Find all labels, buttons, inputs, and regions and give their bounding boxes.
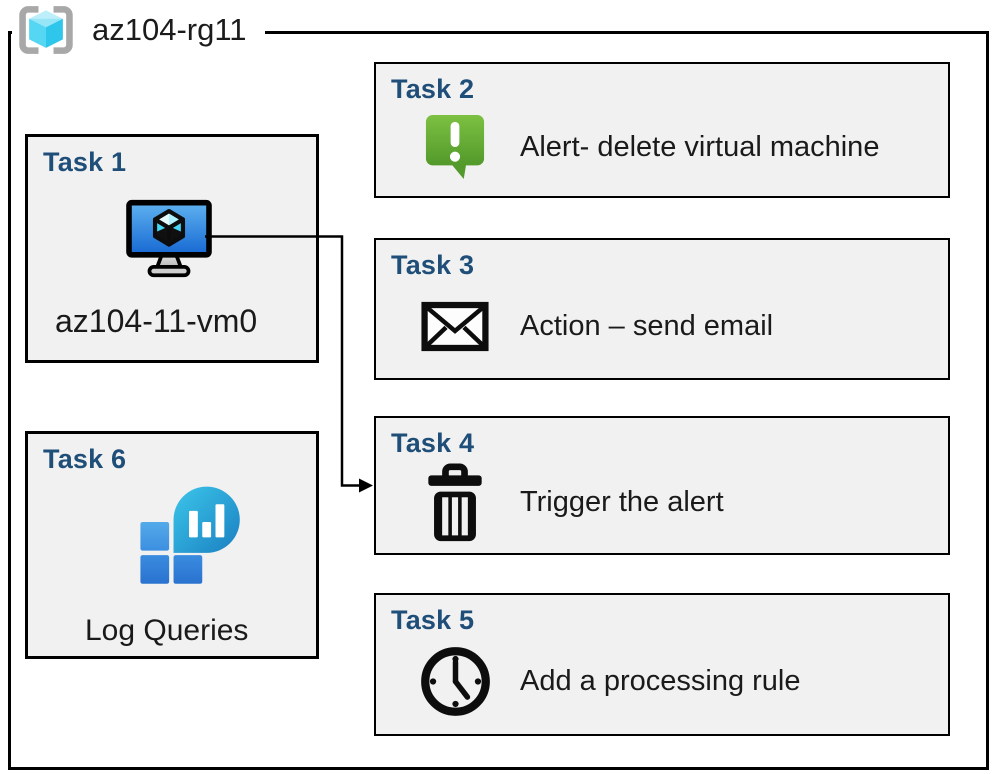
task-1-label: Task 1 (43, 147, 127, 177)
log-analytics-icon (140, 486, 240, 584)
task-3-box: Task 3 Action – send email (374, 238, 950, 380)
task-3-content: Action – send email (416, 278, 934, 374)
clock-icon-slot (416, 643, 494, 720)
resource-group-label: az104-rg11 (12, 3, 265, 57)
task-4-description: Trigger the alert (520, 486, 724, 518)
trash-icon (428, 462, 482, 541)
email-icon-slot (416, 300, 494, 353)
resource-group-name: az104-rg11 (92, 12, 247, 47)
task-6-label: Task 6 (43, 444, 127, 474)
task-3-label: Task 3 (391, 250, 475, 280)
email-icon (421, 301, 489, 351)
task-1-box: Task 1 az104-11-vm0 (25, 134, 319, 363)
resource-group-border (8, 31, 989, 770)
task-5-label: Task 5 (391, 605, 475, 635)
task-5-description: Add a processing rule (520, 665, 801, 697)
alert-icon (425, 115, 485, 179)
trash-icon-slot (416, 462, 494, 543)
task-2-description: Alert- delete virtual machine (520, 130, 880, 163)
task-6-box: Task 6 Log Queries (25, 431, 319, 659)
task-4-box: Task 4 Trigger the alert (374, 416, 950, 555)
task-5-box: Task 5 Add a processing rule (374, 593, 950, 736)
task-2-box: Task 2 Alert- delete virtual machine (374, 62, 950, 198)
clock-icon (420, 647, 490, 716)
task-2-label: Task 2 (391, 74, 475, 104)
task-2-content: Alert- delete virtual machine (416, 102, 934, 192)
task-5-content: Add a processing rule (416, 633, 934, 730)
virtual-machine-icon (126, 199, 212, 278)
task-1-caption: az104-11-vm0 (55, 303, 258, 339)
alert-icon-slot (416, 112, 494, 182)
task-4-content: Trigger the alert (416, 456, 934, 549)
task-4-label: Task 4 (391, 428, 475, 458)
task-6-caption: Log Queries (85, 614, 249, 647)
task-3-description: Action – send email (520, 309, 774, 342)
resource-group-icon (19, 6, 73, 54)
